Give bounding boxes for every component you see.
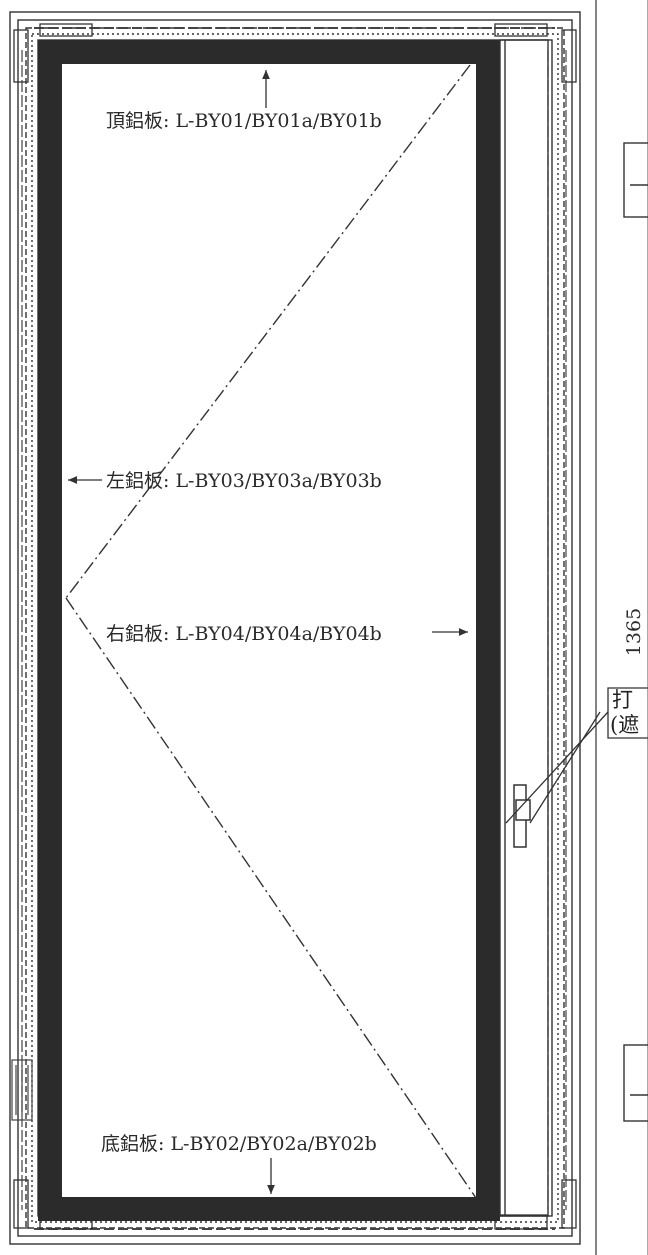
label-left: 左鋁板: L-BY03/BY03a/BY03b — [106, 470, 382, 492]
corner-brackets — [13, 23, 577, 1230]
right-stile — [499, 39, 549, 1217]
leaders — [68, 70, 468, 1194]
callout-line-1: 打 — [612, 688, 633, 712]
label-bottom: 底鋁板: L-BY02/BY02a/BY02b — [101, 1133, 377, 1155]
callout-box — [505, 687, 648, 824]
door-panel — [38, 40, 500, 1221]
door-handle — [513, 784, 531, 848]
label-top: 頂鋁板: L-BY01/BY01a/BY01b — [106, 110, 382, 132]
label-right: 右鋁板: L-BY04/BY04a/BY04b — [106, 623, 382, 645]
opening-indicator — [65, 64, 477, 1199]
side-boxes — [623, 142, 648, 1122]
dimension-label: 1365 — [623, 608, 645, 656]
callout-line-2: (遮 — [610, 713, 639, 737]
hinge-detail — [11, 1059, 33, 1121]
